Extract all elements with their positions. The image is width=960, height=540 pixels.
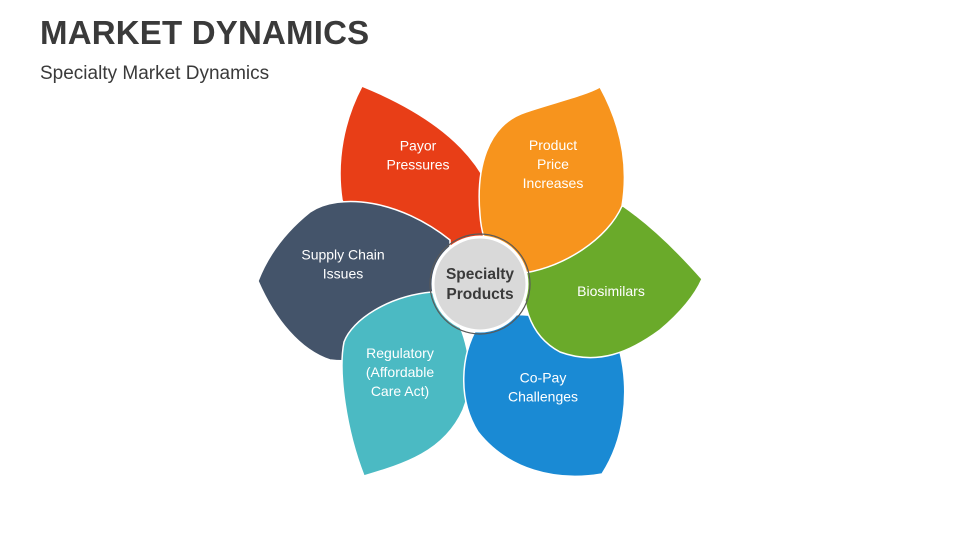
page-subtitle: Specialty Market Dynamics (40, 63, 270, 84)
petal-label-biosimilars: Biosimilars (577, 283, 645, 299)
center-circle (431, 235, 529, 333)
center-ring (429, 233, 531, 335)
page-title: MARKET DYNAMICS (40, 14, 370, 51)
